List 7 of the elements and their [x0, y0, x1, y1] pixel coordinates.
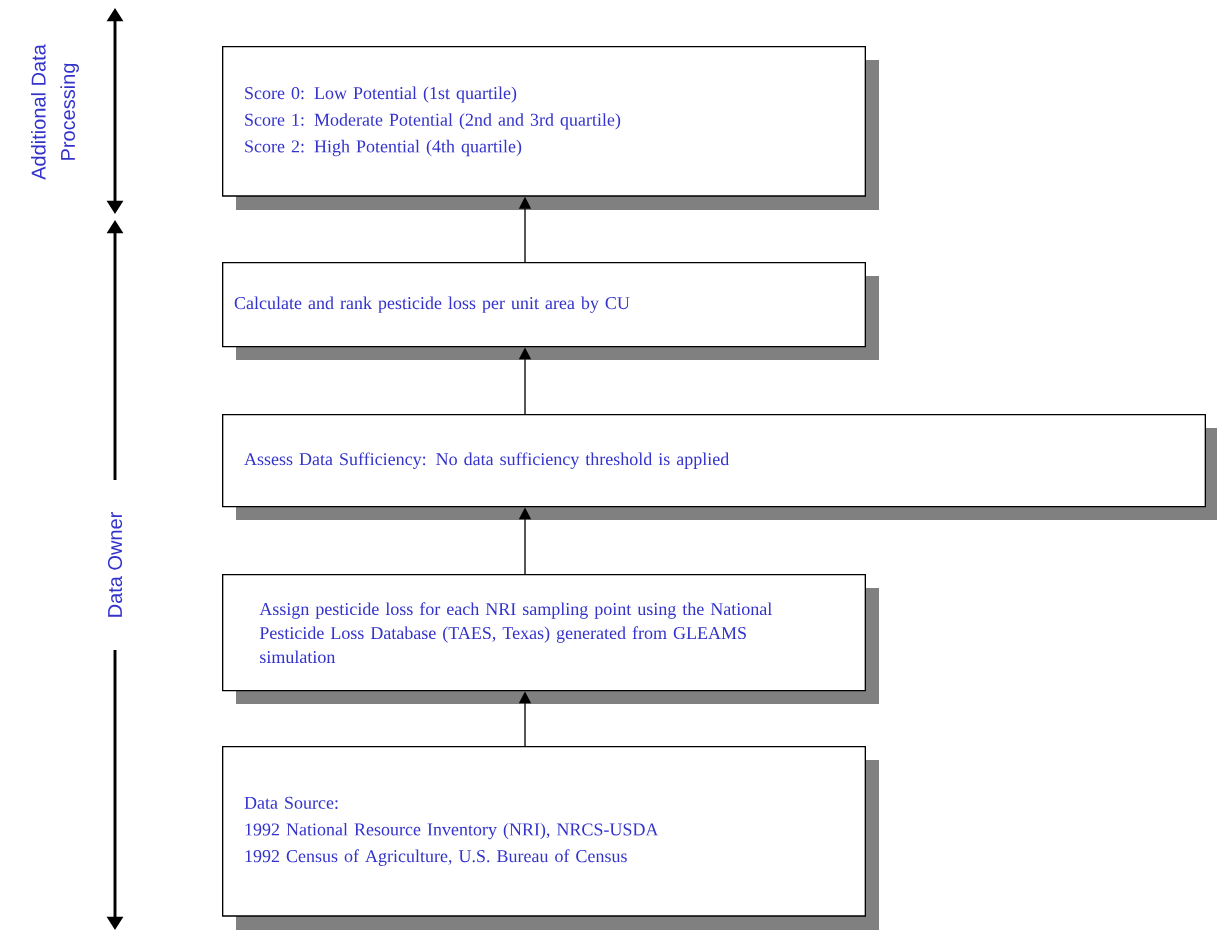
axis-label: Data Owner	[107, 512, 123, 617]
process-box: Assign pesticide loss for each NRI sampling point using the National Pesticide Loss Database (TAES, Texas) generated from GLEAMS simulation	[222, 574, 879, 704]
process-box: Assess Data Sufficiency: No data sufficiency threshold is applied	[222, 414, 1217, 520]
process-box: Score 0: Low Potential (1st quartile) Score 1: Moderate Potential (2nd and 3rd quartile) Score 2: High Potential (4th quartile)	[222, 46, 879, 210]
process-box: Data Source: 1992 National Resource Inventory (NRI), NRCS-USDA 1992 Census of Agriculture, U.S. Bureau of Census	[222, 746, 879, 930]
process-box: Calculate and rank pesticide loss per unit area by CU	[222, 262, 879, 360]
axis-label: Additional Data Processing	[31, 44, 79, 180]
